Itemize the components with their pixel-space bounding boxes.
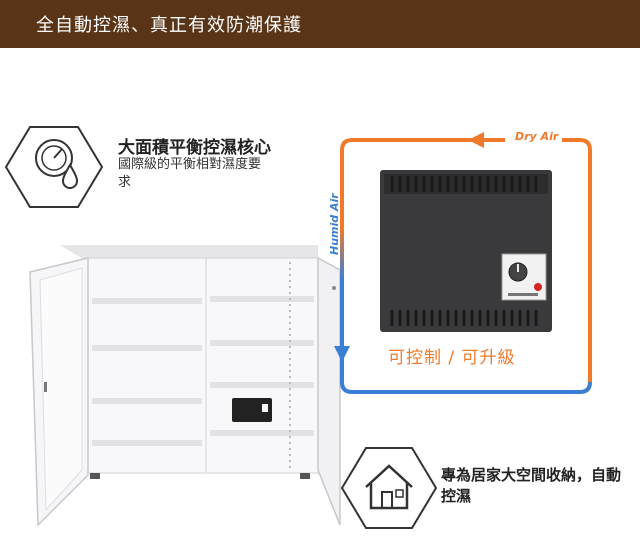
controller-label: 可控制 / 可升級: [388, 348, 516, 368]
dehumidifier-controller: [380, 170, 552, 332]
header-bar: 全自動控濕、真正有效防潮保護: [0, 0, 640, 48]
dry-air-label: Dry Air: [515, 130, 559, 143]
humid-air-label: Humid Air: [328, 193, 341, 255]
cabinet: [29, 245, 341, 527]
bottom-feature-text: 專為居家大空間收納，自動控濕: [441, 466, 622, 505]
feature-description: 國際級的平衡相對濕度要求: [118, 157, 262, 190]
feature-title: 大面積平衡控濕核心: [118, 138, 271, 158]
header-title: 全自動控濕、真正有效防潮保護: [36, 15, 302, 36]
